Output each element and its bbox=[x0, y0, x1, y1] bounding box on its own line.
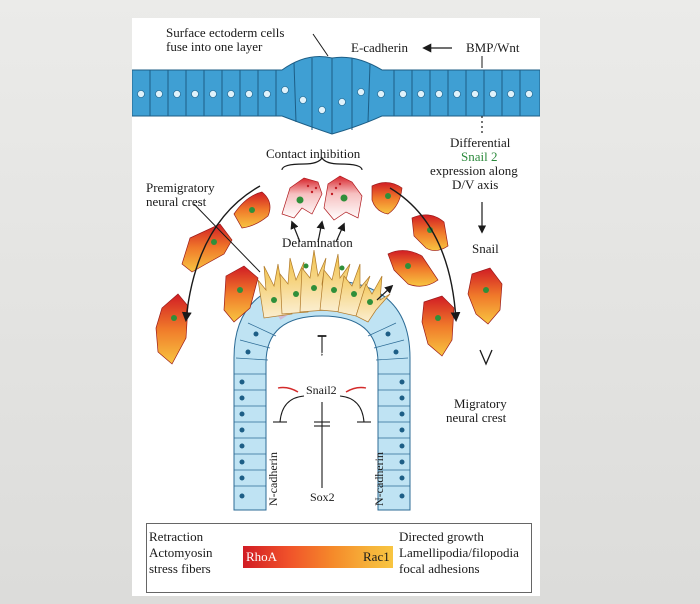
label-e-cadherin: E-cadherin bbox=[351, 40, 409, 55]
delaminating-cells bbox=[257, 249, 391, 323]
label-snail: Snail bbox=[472, 241, 499, 256]
diagram-artwork bbox=[132, 33, 540, 511]
legend-rhoa: RhoA bbox=[246, 549, 278, 564]
legend-left-3: stress fibers bbox=[149, 561, 211, 576]
label-sox2: Sox2 bbox=[310, 490, 335, 504]
label-surface-ectoderm-2: fuse into one layer bbox=[166, 39, 263, 54]
legend-right-3: focal adhesions bbox=[399, 561, 480, 576]
label-differential-3: expression along bbox=[430, 163, 518, 178]
label-premigratory-1: Premigratory bbox=[146, 180, 215, 195]
legend-left-1: Retraction bbox=[149, 529, 204, 544]
label-snail2: Snail2 bbox=[306, 383, 337, 397]
label-surface-ectoderm-1: Surface ectoderm cells bbox=[166, 25, 285, 40]
label-differential-1: Differential bbox=[450, 135, 511, 150]
label-n-cadherin-right: N-cadherin bbox=[372, 452, 386, 506]
label-bmp-wnt: BMP/Wnt bbox=[466, 40, 520, 55]
legend-right-1: Directed growth bbox=[399, 529, 484, 544]
legend-rac1: Rac1 bbox=[363, 549, 390, 564]
neural-crest-figure: Surface ectoderm cells fuse into one lay… bbox=[132, 18, 540, 596]
label-premigratory-2: neural crest bbox=[146, 194, 207, 209]
label-differential-2: Snail 2 bbox=[461, 149, 498, 164]
label-migratory-2: neural crest bbox=[446, 410, 507, 425]
label-n-cadherin-left: N-cadherin bbox=[266, 452, 280, 506]
rho-rac-legend: Retraction Actomyosin stress fibers RhoA… bbox=[146, 523, 532, 593]
legend-right-2: Lamellipodia/filopodia bbox=[399, 545, 519, 560]
label-differential-4: D/V axis bbox=[452, 177, 499, 192]
legend-left-2: Actomyosin bbox=[149, 545, 213, 560]
label-migratory-1: Migratory bbox=[454, 396, 507, 411]
label-delamination: Delamination bbox=[282, 235, 353, 250]
surface-ectoderm bbox=[132, 56, 540, 135]
label-contact-inhibition: Contact inhibition bbox=[266, 146, 361, 161]
rhoa-rac1-gradient-bar bbox=[243, 546, 393, 568]
contact-inhibition-cells bbox=[281, 175, 363, 243]
